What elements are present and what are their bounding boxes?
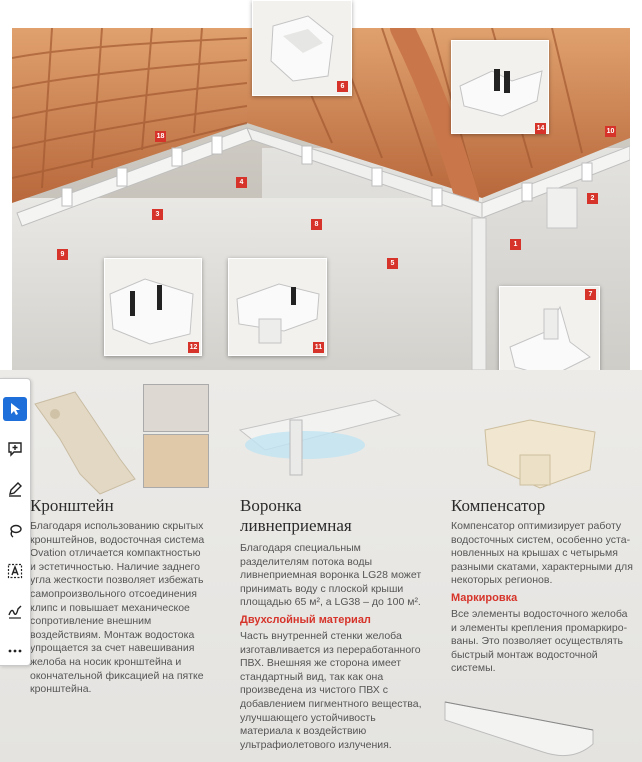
inset-product-11: 11 bbox=[228, 258, 327, 356]
inset-product-7: 7 bbox=[499, 286, 600, 386]
inset-product-14: 14 bbox=[451, 40, 549, 134]
select-arrow-icon[interactable] bbox=[3, 397, 27, 421]
funnel-image bbox=[238, 399, 402, 476]
callout-9: 9 bbox=[57, 249, 68, 260]
product-descriptions: Кронштейн Благодаря использованию скрыты… bbox=[0, 370, 642, 762]
callout-18: 18 bbox=[155, 131, 166, 142]
inset-product-6: 6 bbox=[252, 0, 352, 96]
funnel-subtitle: Двухслойный материал bbox=[240, 614, 371, 626]
lasso-icon[interactable] bbox=[3, 519, 27, 543]
inset-product-12: 12 bbox=[104, 258, 202, 356]
gutter-marking-image bbox=[444, 701, 594, 757]
callout-2: 2 bbox=[587, 193, 598, 204]
pen-icon[interactable] bbox=[3, 477, 27, 501]
more-icon[interactable] bbox=[3, 639, 27, 663]
callout-10: 10 bbox=[605, 126, 616, 137]
callout-6: 6 bbox=[337, 81, 348, 92]
callout-11: 11 bbox=[313, 342, 324, 353]
compensator-image bbox=[484, 419, 596, 489]
callout-4: 4 bbox=[236, 177, 247, 188]
callout-3: 3 bbox=[152, 209, 163, 220]
callout-7: 7 bbox=[585, 289, 596, 300]
callout-14: 14 bbox=[535, 123, 546, 134]
bracket-detail-photo-1 bbox=[143, 384, 209, 432]
callout-12: 12 bbox=[188, 342, 199, 353]
text-select-icon[interactable] bbox=[3, 559, 27, 583]
bracket-image bbox=[34, 391, 136, 495]
callout-5: 5 bbox=[387, 258, 398, 269]
comment-icon[interactable] bbox=[3, 437, 27, 461]
marking-subtitle: Маркировка bbox=[451, 592, 518, 604]
bracket-title: Кронштейн bbox=[30, 496, 114, 515]
funnel-title: Воронка ливнеприемная bbox=[240, 496, 352, 535]
bracket-detail-photo-2 bbox=[143, 434, 209, 488]
callout-8: 8 bbox=[311, 219, 322, 230]
callout-1: 1 bbox=[510, 239, 521, 250]
annotation-toolbar bbox=[0, 378, 31, 666]
signature-icon[interactable] bbox=[3, 599, 27, 623]
compensator-title: Компенсатор bbox=[451, 496, 546, 515]
